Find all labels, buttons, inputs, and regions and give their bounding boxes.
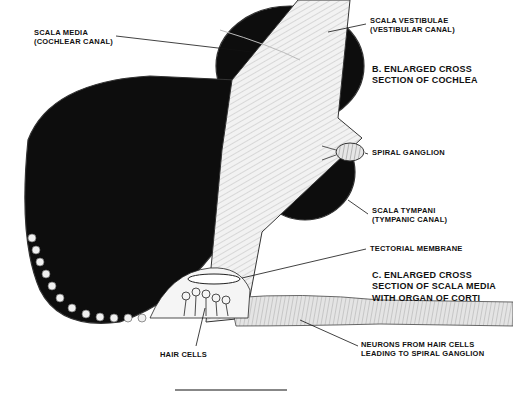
- part-label: SCALA VESTIBULAE (VESTIBULAR CANAL): [370, 16, 470, 35]
- spiral-ganglion: [322, 143, 364, 161]
- part-label: TECTORIAL MEMBRANE: [370, 244, 490, 253]
- part-label: HAIR CELLS: [160, 350, 230, 359]
- epithelial-cells: [28, 234, 146, 322]
- leader-lines: [116, 24, 368, 346]
- part-label: SCALA TYMPANI (TYMPANIC CANAL): [372, 206, 472, 225]
- scale-bar: [175, 389, 287, 390]
- part-label: B. ENLARGED CROSS SECTION OF COCHLEA: [372, 64, 500, 87]
- membrane-line: [220, 30, 300, 60]
- organ-of-corti: [150, 268, 250, 318]
- part-label: NEURONS FROM HAIR CELLS LEADING TO SPIRA…: [361, 340, 509, 359]
- part-label: SPIRAL GANGLION: [372, 148, 482, 157]
- part-label: C. ENLARGED CROSS SECTION OF SCALA MEDIA…: [372, 270, 506, 304]
- tectorial-membrane: [188, 274, 240, 284]
- part-label: SCALA MEDIA (COCHLEAR CANAL): [34, 28, 118, 47]
